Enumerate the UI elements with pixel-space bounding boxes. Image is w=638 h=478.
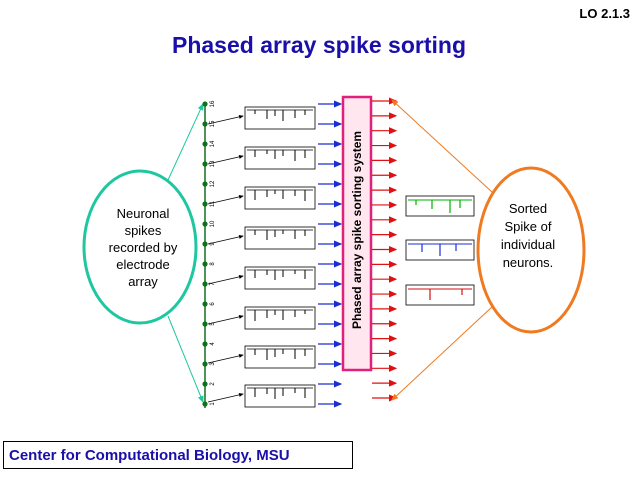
electrode-number: 4 xyxy=(210,342,216,346)
output-arrows xyxy=(372,97,398,402)
electrode-number: 12 xyxy=(210,180,216,187)
left-oval-line: electrode xyxy=(116,257,170,272)
electrode-number: 6 xyxy=(210,302,216,306)
electrode-number: 7 xyxy=(210,282,216,286)
electrode-dot xyxy=(202,161,208,167)
electrode-number: 9 xyxy=(210,242,216,246)
electrode-number: 13 xyxy=(210,160,216,167)
electrode-dot xyxy=(202,261,208,267)
electrode-arrow xyxy=(207,194,244,205)
electrode-arrow xyxy=(207,274,244,285)
recorded-trace xyxy=(244,106,316,130)
electrode-dot xyxy=(202,361,208,367)
recorded-trace xyxy=(244,345,316,369)
right-oval-line: individual xyxy=(500,237,556,252)
electrode-number: 8 xyxy=(210,262,216,266)
left-oval xyxy=(82,169,198,325)
right-oval xyxy=(476,166,586,334)
sorting-system-box xyxy=(341,95,373,372)
electrode-number: 11 xyxy=(210,200,216,207)
electrode-dot xyxy=(202,141,208,147)
electrode-dot xyxy=(202,281,208,287)
electrode-dot xyxy=(202,221,208,227)
electrode-dot xyxy=(202,341,208,347)
electrode-dot xyxy=(202,181,208,187)
electrode-dot xyxy=(202,121,208,127)
electrode-number: 10 xyxy=(210,220,216,227)
electrode-dot xyxy=(202,201,208,207)
left-oval-line: recorded by xyxy=(108,240,178,255)
recorded-trace xyxy=(244,186,316,210)
right-oval-line: Sorted xyxy=(508,201,548,216)
left-oval-line: Neuronal xyxy=(116,206,170,221)
oval-to-array-top-arrow xyxy=(167,103,204,181)
recorded-trace xyxy=(244,266,316,290)
oval-to-outputs-top-arrow xyxy=(391,99,494,194)
electrode-dot xyxy=(202,321,208,327)
recorded-traces xyxy=(207,106,316,408)
electrode-arrow xyxy=(207,234,244,245)
recorded-trace xyxy=(244,384,316,408)
left-oval-line: spikes xyxy=(124,223,162,238)
sorted-trace xyxy=(405,284,475,306)
recorded-trace xyxy=(244,146,316,170)
lo-label: LO 2.1.3 xyxy=(579,6,630,21)
electrode-number: 5 xyxy=(210,322,216,326)
oval-to-array-bottom-arrow xyxy=(167,315,204,403)
oval-to-outputs-bottom-arrow xyxy=(391,305,494,401)
electrode-arrow xyxy=(207,114,244,125)
electrode-number: 15 xyxy=(210,120,216,127)
recorded-trace xyxy=(244,306,316,330)
electrode-number: 3 xyxy=(210,362,216,366)
recorded-trace xyxy=(244,226,316,250)
electrode-dot xyxy=(202,301,208,307)
sorted-trace xyxy=(405,239,475,261)
electrode-dot xyxy=(202,381,208,387)
electrode-dot xyxy=(202,401,208,407)
right-oval-line: Spike of xyxy=(504,219,552,234)
right-oval-line: neurons. xyxy=(502,255,554,270)
sorted-traces xyxy=(405,195,475,306)
system-label: Phased array spike sorting system xyxy=(350,130,364,330)
electrode-dot xyxy=(202,101,208,107)
electrode-arrow xyxy=(207,353,244,364)
footer-credit: Center for Computational Biology, MSU xyxy=(3,441,353,469)
electrode-number: 14 xyxy=(210,140,216,147)
left-oval-line: array xyxy=(128,274,158,289)
left-oval-label: Neuronal spikes recorded by electrode ar… xyxy=(88,205,198,290)
right-oval-label: Sorted Spike of individual neurons. xyxy=(478,200,578,272)
electrode-arrow xyxy=(207,314,244,325)
input-arrows xyxy=(318,100,343,408)
electrode-number: 2 xyxy=(210,382,216,386)
electrode-number: 1 xyxy=(210,402,216,406)
electrode-dot xyxy=(202,241,208,247)
electrode-arrow xyxy=(207,392,244,403)
page-title: Phased array spike sorting xyxy=(171,32,466,58)
electrode-number: 16 xyxy=(210,100,216,107)
electrode-arrow xyxy=(207,154,244,165)
sorted-trace xyxy=(405,195,475,217)
